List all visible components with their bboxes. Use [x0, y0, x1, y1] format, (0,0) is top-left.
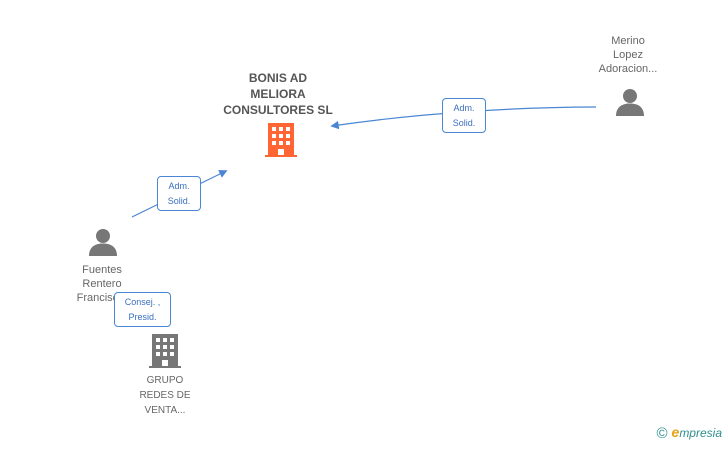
edge-badge-merino[interactable]: Adm. Solid. — [442, 98, 486, 133]
empresia-logo: ©empresia — [656, 424, 722, 442]
company-grupo-label[interactable]: GRUPO REDES DE VENTA... — [139, 375, 191, 416]
building-icon[interactable] — [265, 123, 297, 157]
person-icon[interactable] — [615, 88, 645, 116]
person-icon[interactable] — [88, 228, 118, 256]
center-company-label[interactable]: BONIS AD MELIORA CONSULTORES SL — [223, 71, 333, 117]
building-icon[interactable] — [149, 334, 181, 368]
person-merino-label[interactable]: Merino Lopez Adoracion... — [598, 35, 658, 75]
edge-badge-grupo[interactable]: Consej. , Presid. — [114, 292, 171, 327]
edge-badge-fuentes[interactable]: Adm. Solid. — [157, 176, 201, 211]
copyright-icon: © — [656, 425, 668, 442]
